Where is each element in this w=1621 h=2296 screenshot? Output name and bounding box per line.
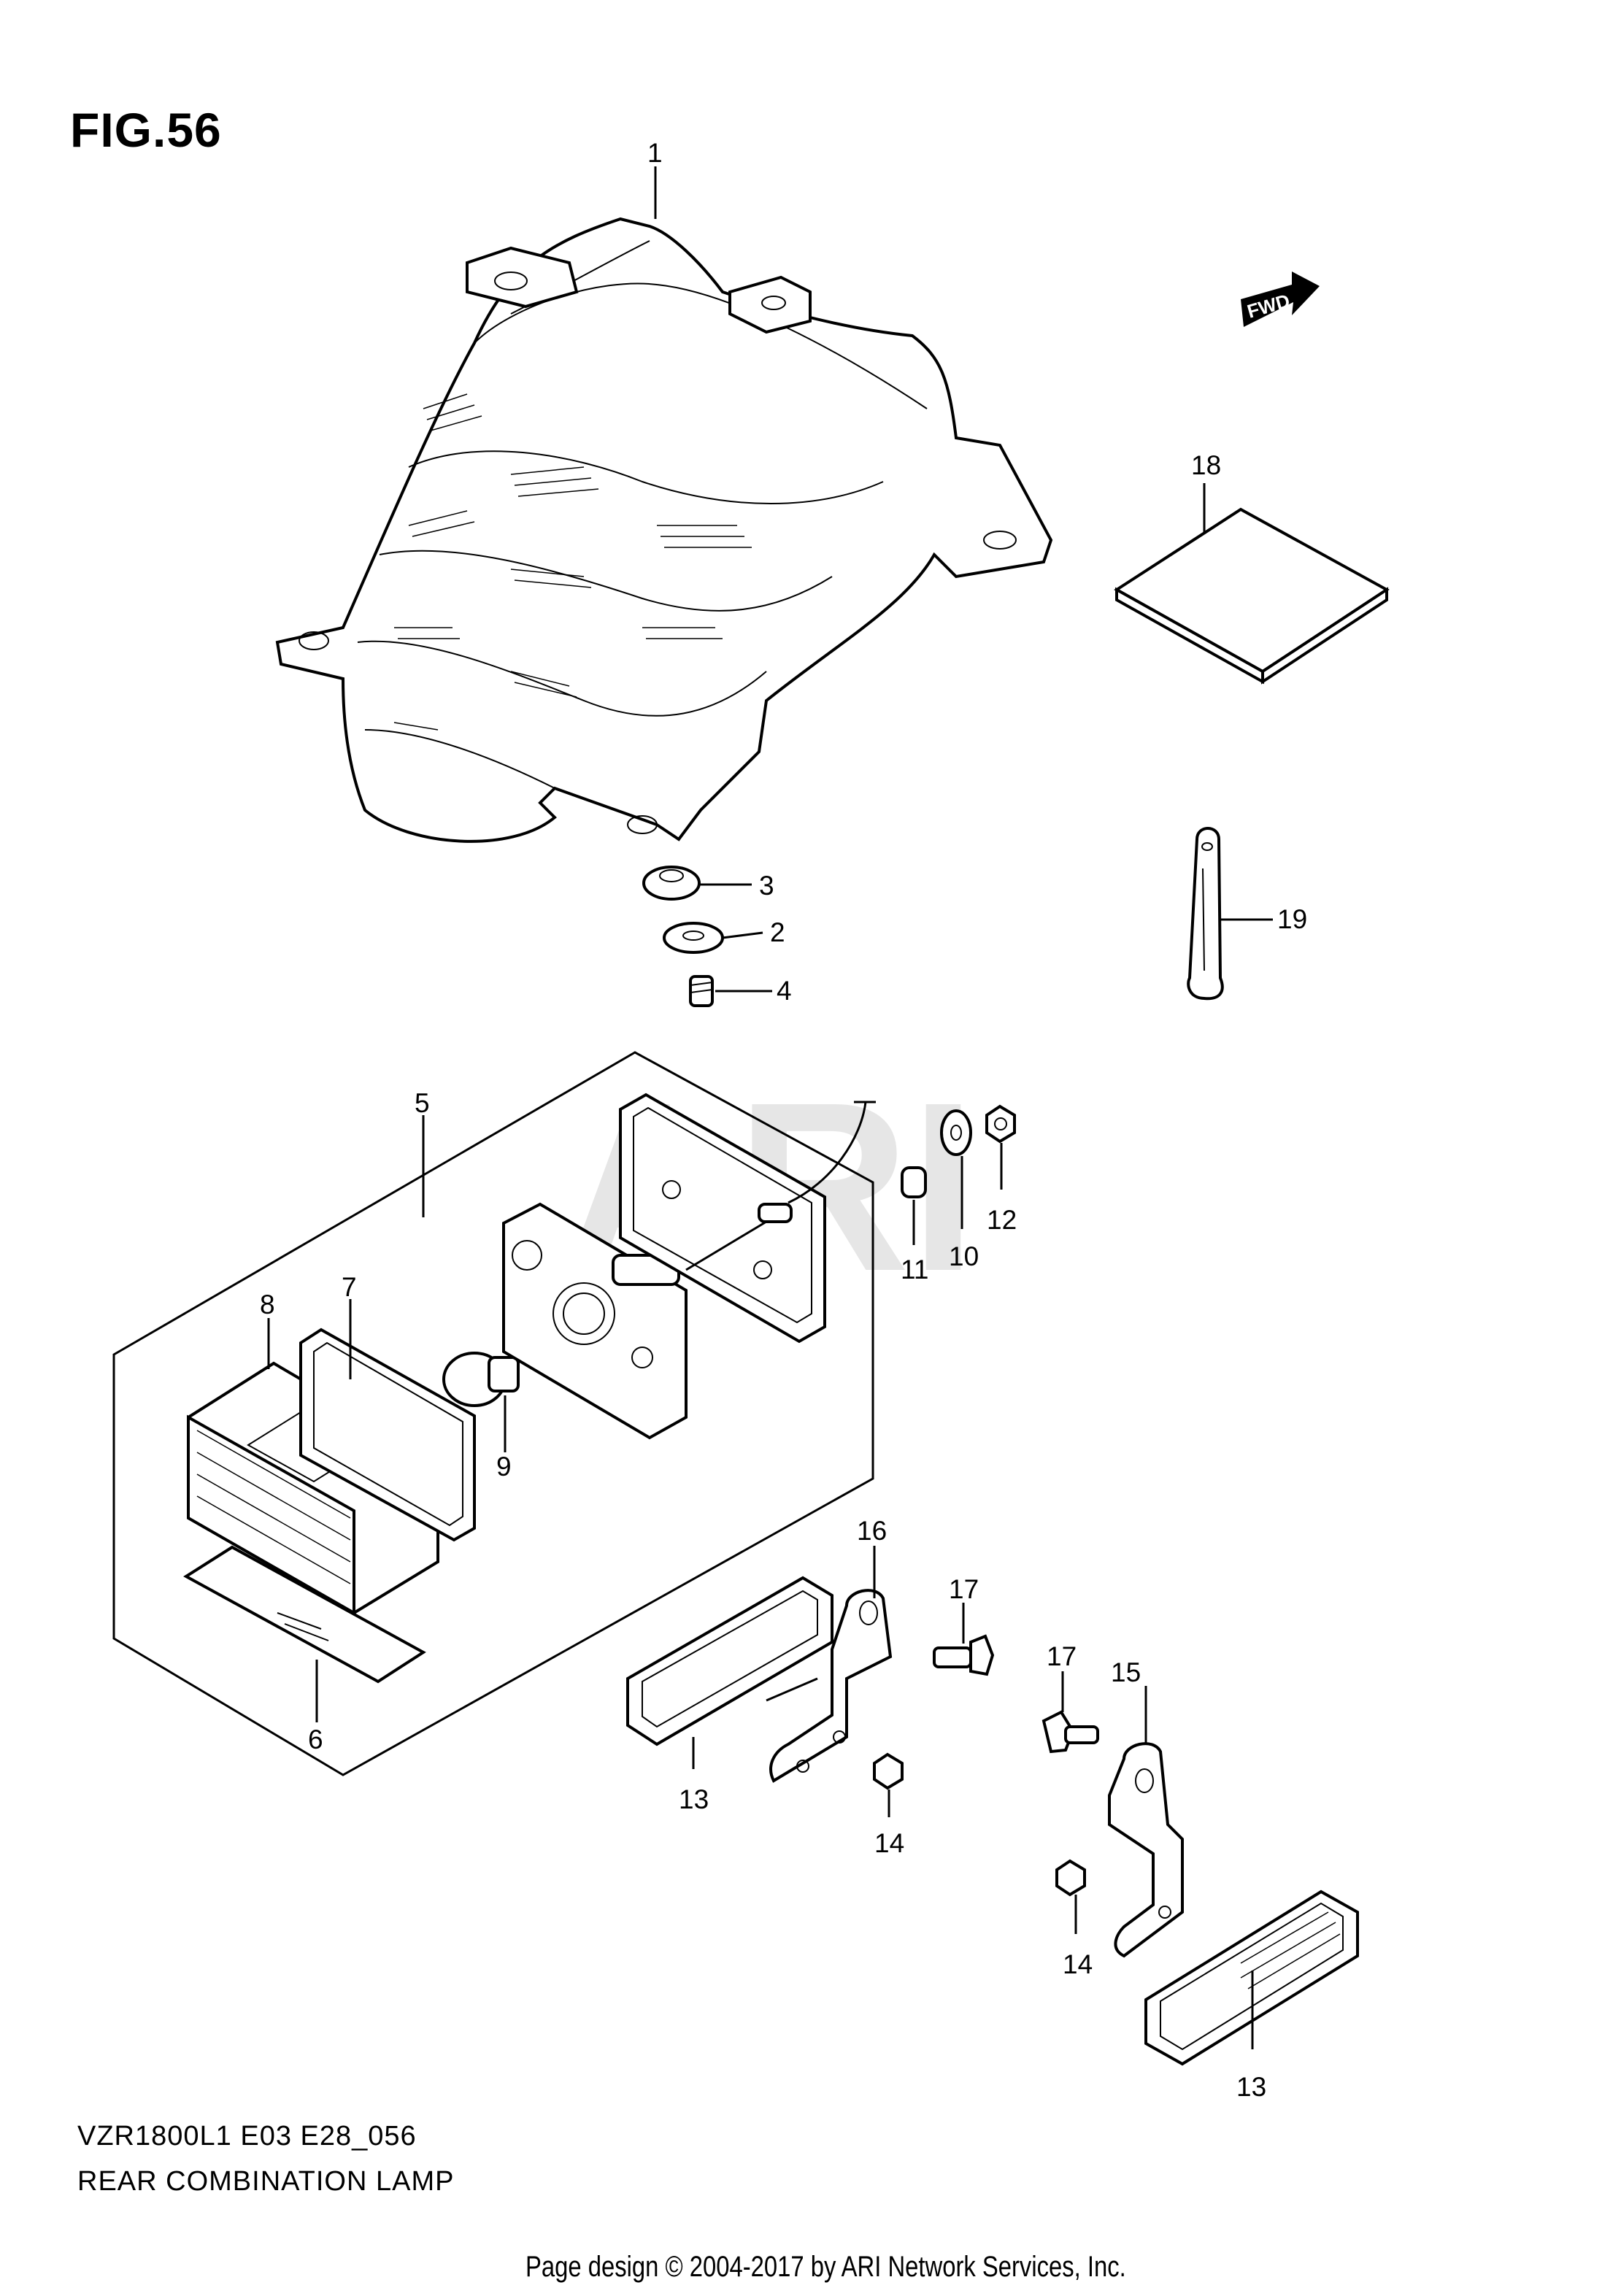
callout-4: 4 xyxy=(777,976,792,1006)
callout-15: 15 xyxy=(1111,1657,1141,1687)
fwd-arrow-icon: FWD xyxy=(1241,271,1320,327)
bracket-15-part xyxy=(1108,1742,1184,1958)
pad-part xyxy=(1114,507,1390,685)
base-gasket-part xyxy=(619,1093,826,1344)
callout-19: 19 xyxy=(1277,904,1307,934)
callout-7: 7 xyxy=(342,1272,357,1302)
callout-18: 18 xyxy=(1191,450,1221,480)
assembly-5-outline xyxy=(112,1051,874,1776)
callout-11: 11 xyxy=(901,1255,928,1284)
bracket-16-part xyxy=(769,1589,893,1783)
callout-14-left: 14 xyxy=(874,1828,904,1858)
fwd-label: FWD xyxy=(1244,290,1292,323)
callout-12: 12 xyxy=(987,1205,1017,1235)
taillight-housing-part xyxy=(275,217,1053,843)
assembly-name: REAR COMBINATION LAMP xyxy=(77,2166,455,2197)
bulb-part xyxy=(442,1352,520,1407)
callout-14-right: 14 xyxy=(1063,1949,1093,1979)
callout-8: 8 xyxy=(260,1290,275,1320)
callout-9: 9 xyxy=(496,1452,512,1482)
callout-1: 1 xyxy=(647,138,663,168)
nut-14-left-part xyxy=(873,1752,904,1790)
callout-6: 6 xyxy=(308,1725,323,1754)
bolt-17-left-part xyxy=(933,1634,995,1676)
callout-2: 2 xyxy=(770,917,785,947)
callout-17-right: 17 xyxy=(1047,1641,1077,1671)
band-part xyxy=(1187,827,1224,1001)
model-code: VZR1800L1 E03 E28_056 xyxy=(77,2121,417,2151)
washer-part xyxy=(663,922,724,954)
figure-title: FIG.56 xyxy=(70,103,222,157)
callout-16: 16 xyxy=(857,1516,887,1546)
lens-plate-part xyxy=(183,1545,426,1684)
callout-10: 10 xyxy=(949,1241,979,1271)
nut-part xyxy=(985,1104,1016,1144)
grommet-part xyxy=(642,866,701,901)
bolt-17-right-part xyxy=(1041,1710,1099,1754)
washer-10-part xyxy=(940,1109,972,1156)
collar-part xyxy=(901,1166,927,1198)
callout-17-left: 17 xyxy=(949,1574,979,1604)
callout-5: 5 xyxy=(415,1088,430,1118)
callout-13-left: 13 xyxy=(679,1784,709,1814)
screw-part xyxy=(689,975,714,1007)
callout-13-right: 13 xyxy=(1236,2072,1266,2102)
nut-14-right-part xyxy=(1055,1859,1086,1897)
reflector-left-part xyxy=(626,1576,833,1746)
gasket-part xyxy=(299,1328,476,1542)
copyright-footer: Page design © 2004-2017 by ARI Network S… xyxy=(525,2251,1126,2283)
callout-3: 3 xyxy=(759,871,774,901)
